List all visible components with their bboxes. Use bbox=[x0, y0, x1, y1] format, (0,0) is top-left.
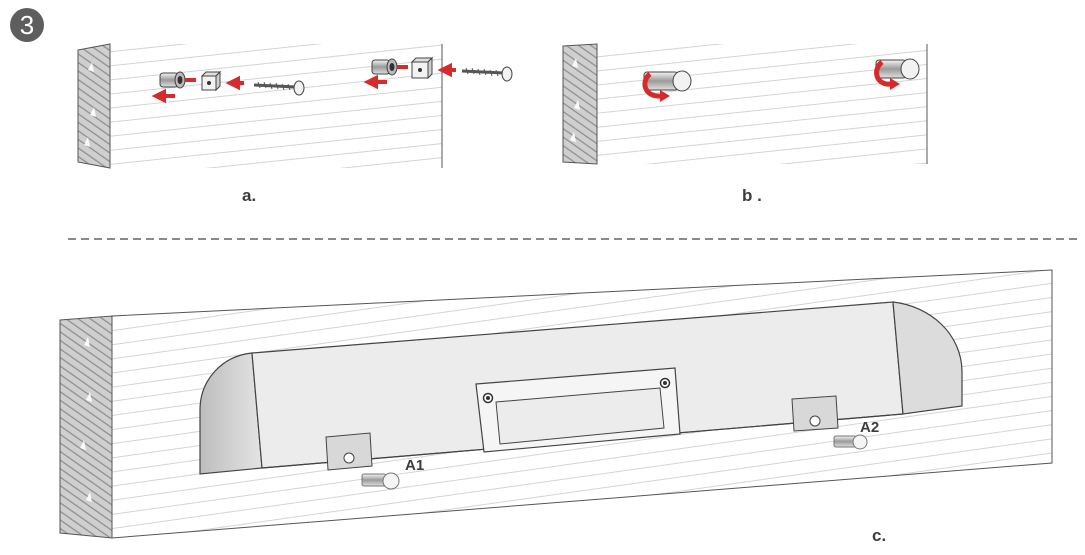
panel-b-label: b . bbox=[742, 186, 762, 205]
arrow-icon bbox=[151, 88, 175, 104]
anchor-a2 bbox=[833, 434, 868, 450]
spacer-cube bbox=[410, 56, 434, 80]
anchor-tightened bbox=[874, 58, 920, 90]
anchor-left bbox=[159, 71, 186, 89]
wall-section bbox=[562, 43, 598, 165]
arrow-icon bbox=[363, 74, 387, 90]
spacer-cube bbox=[200, 70, 222, 92]
anchor-tightened bbox=[642, 70, 692, 102]
screw bbox=[253, 80, 305, 96]
sound-bar bbox=[199, 301, 963, 475]
mounting-tab-a2 bbox=[791, 395, 839, 432]
anchor-right bbox=[371, 58, 398, 76]
screw bbox=[461, 66, 513, 82]
panel-c bbox=[59, 269, 1053, 539]
anchor-a1 bbox=[361, 472, 400, 490]
rotate-arrow-icon bbox=[874, 60, 893, 87]
mounting-tab-a1 bbox=[325, 432, 373, 471]
rotate-arrow-icon bbox=[642, 72, 663, 99]
sound-bar-left-cap bbox=[199, 352, 263, 475]
arrow-icon bbox=[437, 62, 456, 78]
wall-section bbox=[77, 43, 111, 169]
wall-surface bbox=[597, 44, 927, 164]
panel-b bbox=[562, 43, 928, 165]
center-bracket bbox=[475, 367, 681, 453]
panel-c-label: c. bbox=[872, 526, 887, 545]
panel-a bbox=[77, 43, 513, 169]
anchor-a2-label: A2 bbox=[860, 419, 880, 436]
wall-section bbox=[59, 315, 113, 539]
step-number-badge: 3 bbox=[10, 8, 44, 42]
arrow-icon bbox=[225, 75, 244, 91]
anchor-a1-label: A1 bbox=[405, 457, 425, 474]
panel-a-label: a. bbox=[242, 186, 257, 205]
sound-bar-right-cap bbox=[892, 301, 963, 415]
